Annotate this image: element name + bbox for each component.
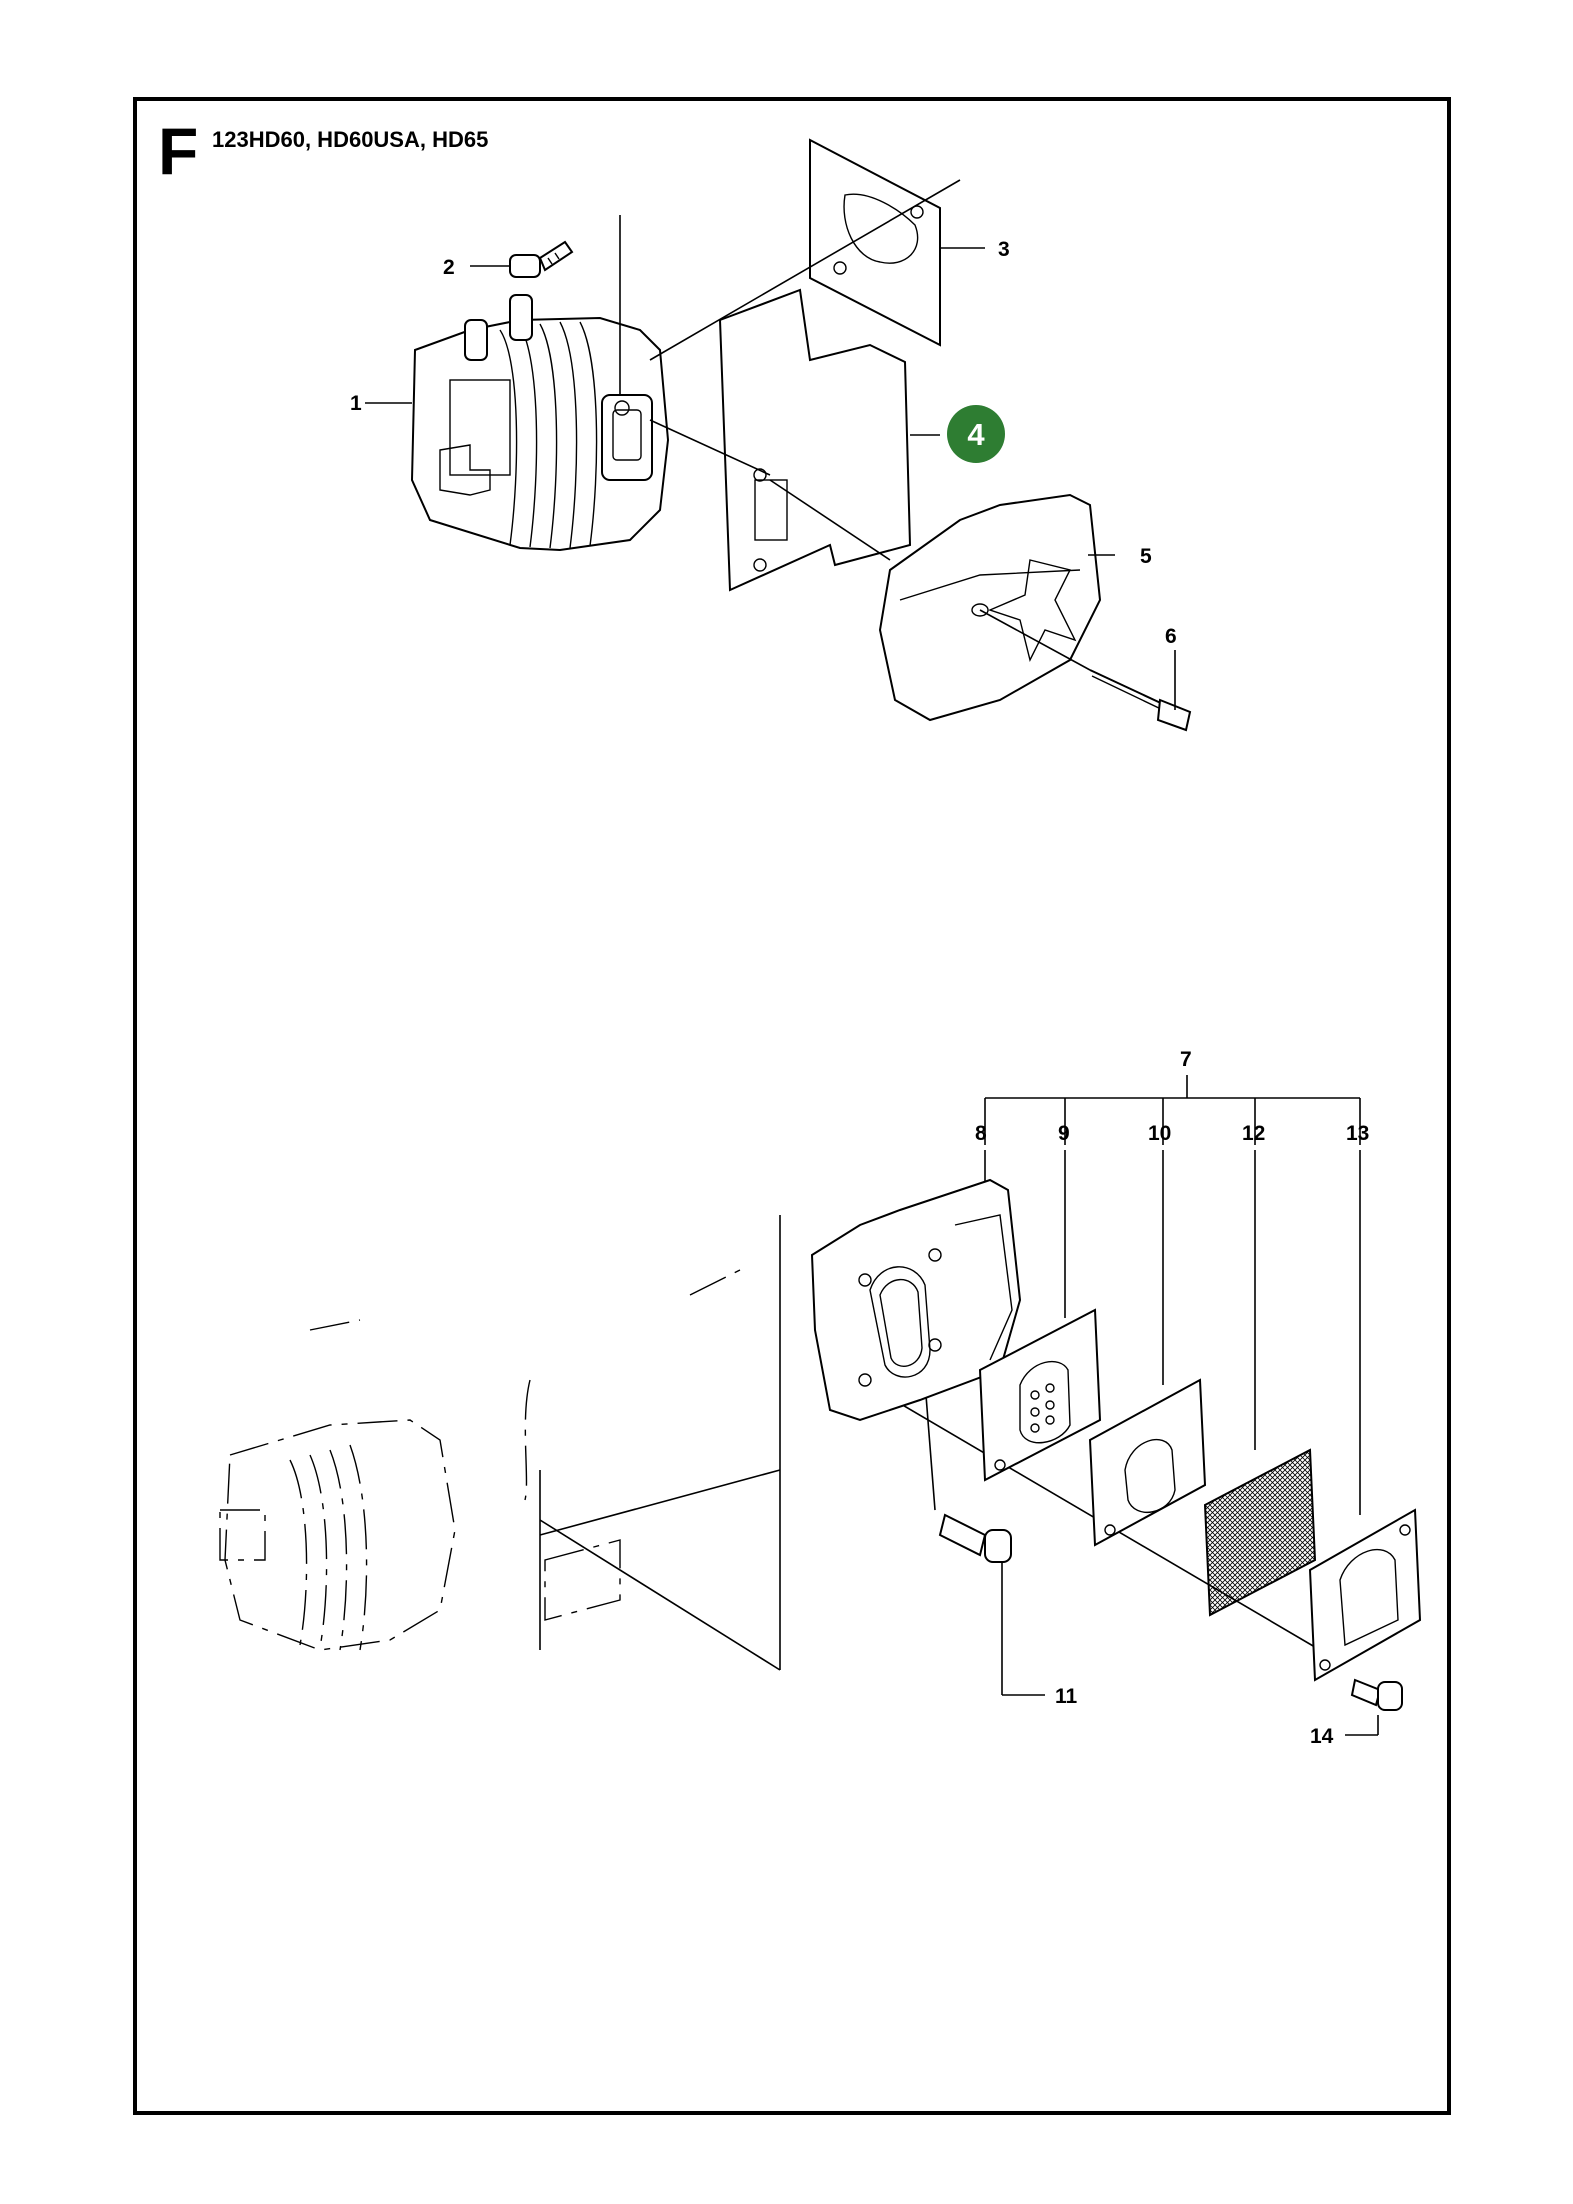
outlet-cover-part[interactable] — [1308, 1508, 1422, 1682]
muffler-stud-part[interactable] — [938, 1513, 1012, 1563]
callout-7: 7 — [1180, 1048, 1192, 1071]
upper-leader-lines — [365, 179, 1176, 710]
muffler-bolt-part[interactable] — [1089, 669, 1192, 732]
section-letter: F — [158, 114, 199, 188]
callout-14: 14 — [1310, 1725, 1334, 1748]
cover-screw-part[interactable] — [1350, 1678, 1403, 1711]
callout-6: 6 — [1165, 625, 1177, 648]
cylinder-screw-part[interactable] — [509, 240, 574, 278]
callout-2: 2 — [443, 256, 455, 279]
cylinder-gasket-part[interactable] — [809, 138, 941, 347]
callout-8: 8 — [975, 1122, 987, 1145]
highlight-badge-4: 4 — [947, 405, 1005, 463]
callout-10: 10 — [1148, 1122, 1171, 1145]
cylinder-part[interactable] — [410, 294, 670, 552]
heat-shield-part[interactable] — [718, 288, 912, 592]
callout-9: 9 — [1058, 1122, 1070, 1145]
model-list: 123HD60, HD60USA, HD65 — [212, 127, 489, 152]
spark-screen-part[interactable] — [1203, 1448, 1317, 1617]
baffle-plate-part[interactable] — [978, 1308, 1102, 1482]
muffler-body-part[interactable] — [810, 1178, 1022, 1422]
callout-3: 3 — [998, 238, 1010, 261]
muffler-gasket-part[interactable] — [1088, 1378, 1207, 1547]
callout-11: 11 — [1055, 1685, 1078, 1708]
muffler-part[interactable] — [878, 493, 1102, 722]
callout-12: 12 — [1242, 1122, 1265, 1145]
ghost-reference-assembly — [219, 1215, 781, 1671]
callout-5: 5 — [1140, 545, 1152, 568]
kit-bracket — [984, 1075, 1361, 1145]
callout-4: 4 — [967, 417, 985, 452]
callout-1: 1 — [350, 392, 362, 415]
callout-13: 13 — [1346, 1122, 1369, 1145]
page-frame — [133, 97, 1451, 2115]
